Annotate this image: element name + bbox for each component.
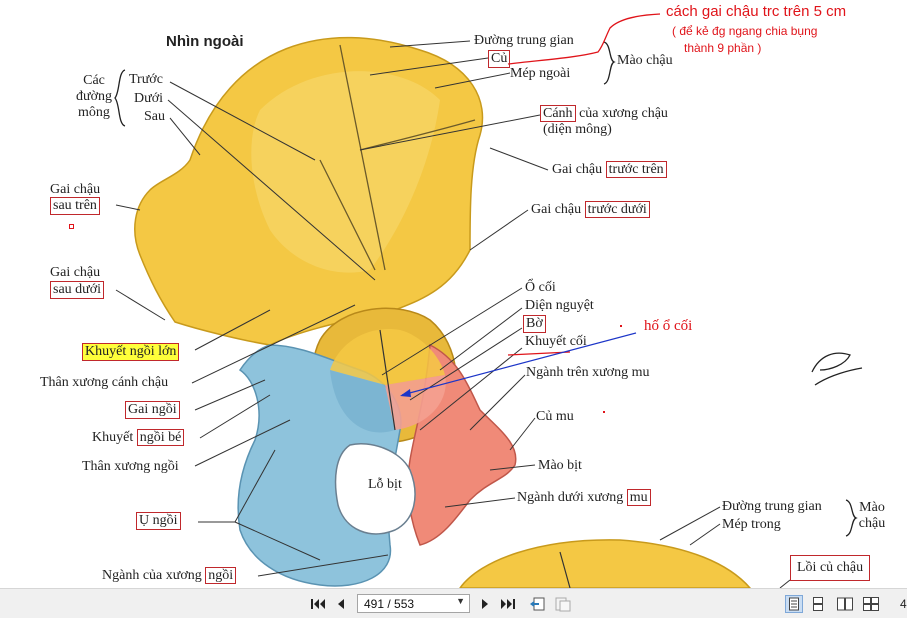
label-nganh-duoi-prefix: Ngành dưới xương: [517, 490, 627, 505]
label-duoi: Dưới: [134, 91, 163, 106]
label-cac-duong-mong: Các đường mông: [76, 73, 112, 120]
page-number-right: 4: [900, 597, 907, 611]
label-khuyet-prefix: Khuyết: [92, 430, 137, 445]
first-page-icon: [311, 599, 325, 609]
label-dien-nguyet: Diện nguyệt: [525, 298, 594, 313]
continuous-view-button[interactable]: [809, 595, 827, 613]
note-red-line-3: thành 9 phần ): [684, 41, 762, 55]
chevron-down-icon: ▼: [456, 596, 465, 606]
label-cu: Củ: [488, 50, 511, 68]
label-mao-chau-top: Mào chậu: [617, 53, 673, 68]
label-canh: Cánh: [540, 105, 576, 122]
label-sau-duoi: sau dưới: [50, 281, 105, 299]
label-gai-chau-truoc-tren-row: Gai chậu trước trên: [552, 161, 667, 178]
label-khuyet-coi: Khuyết cối: [525, 334, 587, 349]
go-back-view-button[interactable]: [527, 595, 547, 613]
single-page-view-button[interactable]: [785, 595, 803, 613]
label-loi-cu-chau: Lồi củ chậu: [790, 555, 871, 581]
continuous-page-icon: [813, 597, 823, 611]
label-canh-row: Cánh của xương chậu: [540, 105, 668, 122]
label-mao-chau-bottom: Mào chậu: [858, 500, 886, 531]
go-forward-view-button[interactable]: [553, 595, 573, 613]
acetabulum-ilium-part: [330, 329, 445, 385]
label-bo: Bờ: [523, 315, 546, 333]
blue-arrow-line: [401, 332, 637, 396]
red-mark: [603, 411, 605, 413]
label-truoc: Trước: [129, 72, 163, 87]
back-view-icon: [530, 597, 545, 611]
label-nganh-cua-prefix: Ngành của xương: [102, 568, 206, 583]
red-mark: [69, 224, 74, 229]
figure-title: Nhìn ngoài: [166, 33, 244, 50]
acetabulum-ischium-part: [330, 370, 395, 433]
next-page-icon: [482, 599, 488, 609]
label-nganh-tren-xuong-mu: Ngành trên xương mu: [526, 365, 650, 380]
note-red-line-1: cách gai chậu trc trên 5 cm: [666, 3, 847, 20]
label-cu-mu: Củ mu: [536, 409, 574, 424]
label-o-coi: Ổ cối: [525, 280, 556, 295]
label-nganh-duoi-row: Ngành dưới xương mu: [517, 489, 651, 506]
red-mark: [620, 325, 622, 327]
label-than-xuong-ngoi: Thân xương ngồi: [82, 459, 179, 474]
red-underline-khuyet-coi: [507, 351, 571, 356]
label-mep-ngoai: Mép ngoài: [510, 66, 571, 81]
gluteal-lines: [319, 44, 476, 271]
label-than-xuong-canh-chau: Thân xương cánh chậu: [40, 375, 169, 390]
previous-page-button[interactable]: [332, 595, 350, 613]
obturator-foramen: [334, 443, 416, 535]
label-nganh-cua-row: Ngành của xương ngồi: [102, 567, 237, 584]
label-ngoi-be: ngồi bé: [136, 429, 185, 446]
pelvis-illustration: [114, 13, 863, 588]
note-red-line-2: ( để kẻ đg ngang chia bụng: [672, 24, 818, 38]
first-page-button[interactable]: [309, 595, 327, 613]
last-page-button[interactable]: [499, 595, 517, 613]
label-duong-trung-gian-bottom: Đường trung gian: [722, 499, 822, 514]
label-ngoi: ngồi: [205, 567, 237, 584]
pdf-page-view: Nhìn ngoài Các đường mông Trước Dưới Sau…: [40, 3, 886, 588]
continuous-facing-view-button[interactable]: [862, 595, 880, 613]
label-sau-tren: sau trên: [50, 197, 100, 215]
label-u-ngoi: Ụ ngồi: [136, 512, 181, 530]
label-duong-trung-gian-top: Đường trung gian: [474, 33, 574, 48]
label-gai-chau-sd: Gai chậu: [50, 265, 101, 280]
previous-page-icon: [338, 599, 344, 609]
facing-pages-icon: [837, 597, 853, 611]
label-gai-chau-tt-prefix: Gai chậu: [552, 162, 606, 177]
acetabulum-pubis-part: [385, 375, 446, 430]
label-gai-chau-truoc-duoi-row: Gai chậu trước dưới: [531, 201, 650, 218]
label-khuyet-ngoi-be-row: Khuyết ngồi bé: [92, 429, 185, 446]
page-indicator: 491 / 553: [364, 596, 415, 611]
brace-mao-chau-top: [603, 41, 616, 85]
next-page-button[interactable]: [476, 595, 494, 613]
label-truoc-duoi: trước dưới: [584, 201, 650, 218]
netter-signature: [811, 352, 863, 386]
blue-arrowhead: [400, 389, 411, 397]
last-page-icon: [501, 599, 515, 609]
label-truoc-tren: trước trên: [605, 161, 667, 178]
facing-pages-view-button[interactable]: [836, 595, 854, 613]
label-dien-mong: (diện mông): [543, 122, 612, 137]
label-lo-bit: Lỗ bịt: [368, 477, 402, 492]
label-sau: Sau: [144, 109, 165, 124]
label-cua-xuong-chau: của xương chậu: [575, 106, 668, 121]
ilium-highlight: [251, 71, 440, 273]
label-gai-chau-st: Gai chậu: [50, 182, 101, 197]
brace-cac-duong-mong: [114, 69, 126, 127]
label-mep-trong: Mép trong: [722, 517, 781, 532]
label-khuyet-ngoi-lon: Khuyết ngồi lớn: [82, 343, 180, 361]
forward-view-icon: [555, 597, 571, 612]
red-squiggle: [507, 13, 661, 65]
brace-mao-chau-bottom: [845, 499, 858, 537]
lower-ilium-fragment: [459, 539, 751, 588]
pdf-toolbar: 491 / 553 ▼ 4: [0, 588, 907, 618]
continuous-facing-icon: [863, 597, 879, 611]
label-gai-ngoi: Gai ngồi: [125, 401, 180, 419]
label-mu: mu: [626, 489, 651, 506]
leader-lines: [115, 40, 791, 588]
page-selector[interactable]: 491 / 553 ▼: [357, 594, 470, 613]
single-page-icon: [789, 597, 799, 611]
annotation-ho-o-coi: hố ổ cối: [644, 318, 693, 334]
label-gai-chau-td-prefix: Gai chậu: [531, 202, 585, 217]
label-mao-bit: Mào bịt: [538, 458, 582, 473]
